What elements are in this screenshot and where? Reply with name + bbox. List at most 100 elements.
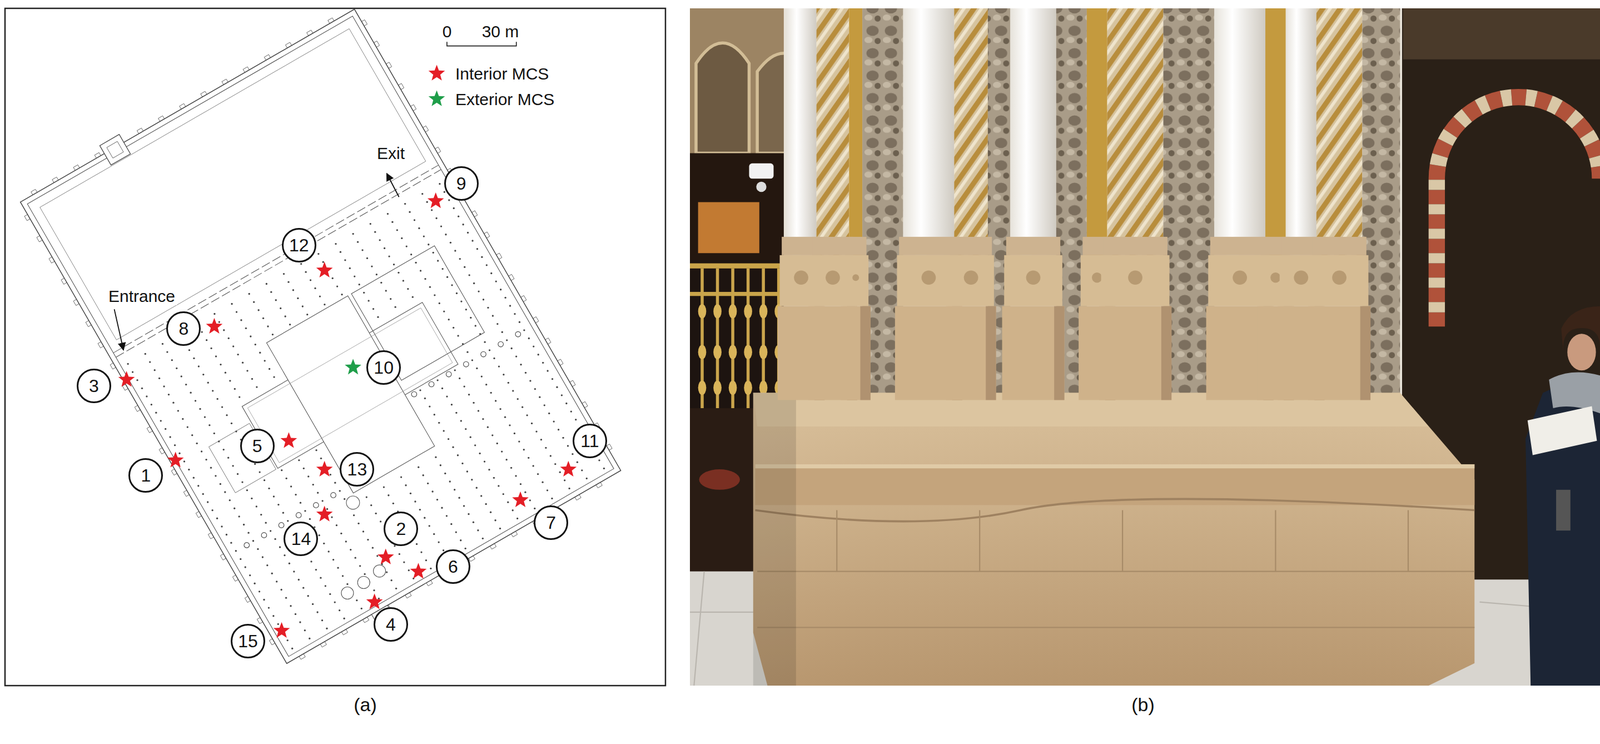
column-dot — [292, 570, 295, 573]
column-dot — [471, 359, 474, 361]
column-dot — [319, 577, 322, 579]
grille-baluster — [698, 304, 707, 319]
column-dot — [383, 247, 386, 250]
site-star — [273, 622, 291, 638]
column-dot — [200, 450, 203, 452]
column-dot — [286, 639, 289, 642]
column-dot — [480, 494, 483, 497]
column-dot — [367, 299, 370, 302]
photo-drawing — [689, 8, 1600, 686]
column-dot — [433, 294, 436, 296]
column-dot — [194, 399, 197, 402]
column-dot — [394, 306, 396, 308]
stone-joint — [757, 626, 1475, 628]
column-dot — [546, 489, 549, 491]
column-dot — [231, 464, 234, 467]
visitor-scarf — [1548, 371, 1600, 414]
column-dot — [443, 310, 445, 312]
base-block — [841, 306, 871, 401]
site-star — [410, 562, 427, 579]
column-dot — [499, 408, 501, 410]
exit-arrow — [386, 173, 400, 197]
callout-circle: 9 — [444, 166, 479, 201]
column-dot — [426, 201, 429, 203]
column-dot — [289, 604, 292, 607]
column-dot — [262, 317, 265, 320]
column-dot — [216, 398, 219, 400]
callout-number: 1 — [141, 466, 152, 485]
column-oval — [498, 341, 504, 347]
column-dot — [499, 288, 502, 291]
site-star — [344, 358, 362, 375]
column-photo — [689, 8, 1600, 686]
column-dot — [336, 567, 339, 569]
column-dot — [380, 281, 382, 284]
column-dot — [213, 312, 216, 315]
site-star — [167, 451, 185, 467]
column-dot — [160, 419, 162, 422]
column-dot — [458, 497, 460, 499]
column-dot — [294, 493, 297, 496]
column-dot — [466, 470, 469, 472]
column-dot — [208, 424, 211, 426]
column-dot — [302, 586, 305, 589]
dome-circle — [346, 495, 360, 510]
column-dot — [541, 481, 544, 484]
column-dot — [571, 453, 574, 455]
site-star — [118, 370, 136, 387]
column-dot — [485, 264, 488, 266]
column-dot — [415, 543, 418, 545]
column-dot — [366, 538, 369, 541]
column-dot — [280, 469, 283, 471]
column-shaft — [953, 8, 988, 264]
column-dot — [454, 369, 456, 371]
column-dot — [457, 215, 460, 217]
callout-circle: 5 — [240, 428, 275, 464]
column-dot — [324, 584, 327, 587]
column-dot — [241, 361, 244, 364]
column-dot — [444, 472, 446, 475]
column-dot — [519, 363, 522, 366]
column-ring — [950, 236, 992, 256]
column-dot — [419, 269, 422, 272]
column-dot — [525, 414, 528, 416]
floor-plan — [20, 9, 621, 664]
column-dot — [459, 539, 462, 541]
column-dot — [429, 567, 432, 570]
column-dot — [494, 399, 497, 402]
column-dot — [533, 507, 536, 510]
site-star — [316, 261, 334, 278]
column-dot — [510, 466, 513, 469]
column-dot — [523, 448, 525, 451]
callout-number: 6 — [448, 557, 459, 576]
column-dot — [323, 303, 326, 306]
column-dot — [560, 394, 563, 396]
base-rosette — [1332, 270, 1347, 285]
column-dot — [445, 514, 448, 517]
column-dot — [474, 324, 477, 327]
column-dot — [225, 414, 228, 416]
column-dot — [487, 426, 489, 429]
column-dot — [470, 478, 473, 481]
column-dot — [529, 379, 531, 382]
column-dot — [580, 469, 583, 471]
column-dot — [216, 517, 218, 520]
column-dot — [271, 572, 273, 575]
column-dot — [505, 458, 508, 461]
column-dot — [358, 283, 361, 286]
column-dot — [264, 359, 266, 362]
column-dot — [321, 499, 324, 502]
column-dot — [458, 377, 461, 380]
column-dot — [219, 483, 222, 485]
column-dot — [444, 233, 447, 236]
column-dot — [310, 560, 312, 563]
column-dot — [535, 430, 538, 432]
column-dot — [519, 483, 522, 485]
column-dot — [314, 287, 316, 290]
column-dot — [493, 476, 495, 479]
legend-star — [428, 65, 446, 81]
column-dot — [247, 531, 250, 534]
column-shaft — [1316, 8, 1363, 264]
callout-number: 11 — [580, 431, 599, 450]
base-shade — [860, 306, 871, 401]
